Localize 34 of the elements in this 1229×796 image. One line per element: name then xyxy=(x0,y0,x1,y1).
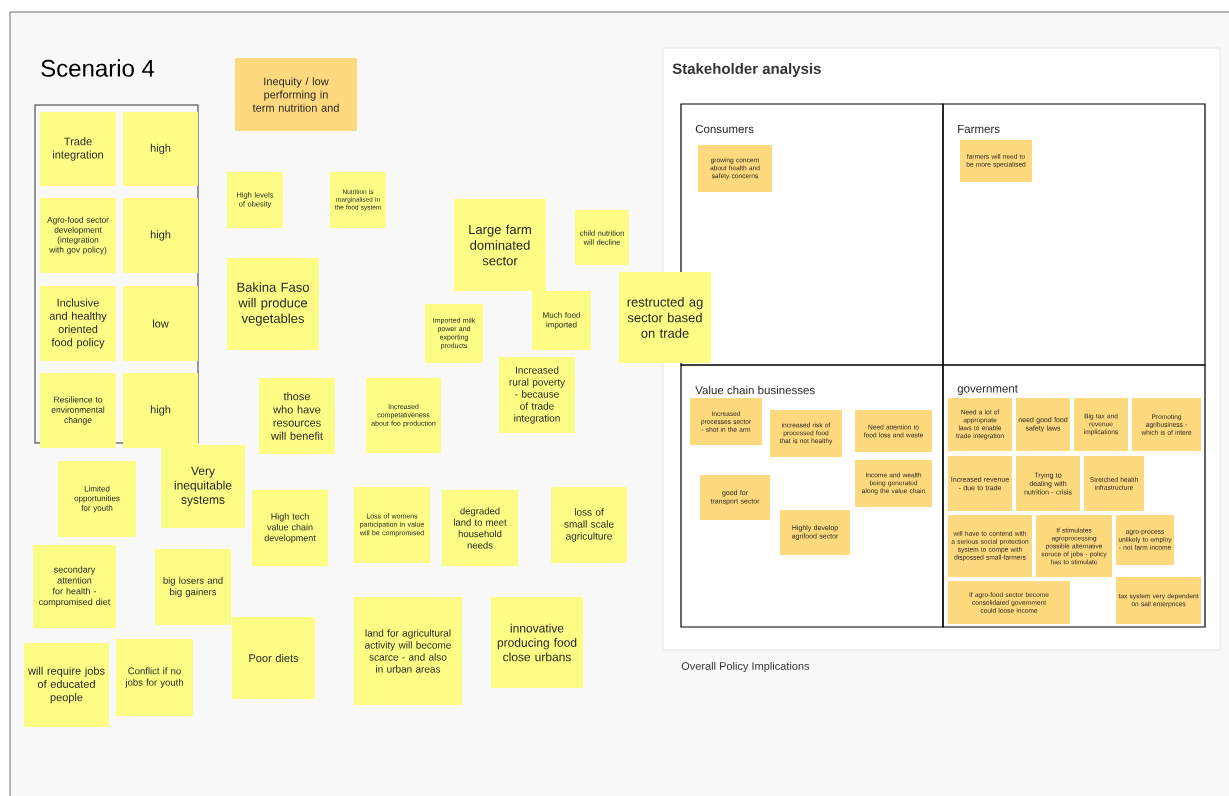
sticky-note: will require jobs of educated people xyxy=(24,643,109,727)
sticky-note: loss of small scale agriculture xyxy=(551,487,627,563)
quadrant-heading: Farmers xyxy=(958,125,1000,133)
sticky-note: Bakina Faso will produce vegetables xyxy=(227,258,319,350)
sticky-note: Conflict if no jobs for youth xyxy=(116,639,193,716)
quadrant-heading: Value chain businesses xyxy=(695,385,815,395)
sticky-note: Large farm dominated sector xyxy=(454,199,546,291)
sticky-note: degraded land to meet household needs xyxy=(442,490,518,566)
sticky-note: high xyxy=(123,198,198,273)
sticky-note: Agro-food sector development (integration with gov policy) xyxy=(40,198,116,273)
scenario-title: Scenario 4 xyxy=(41,59,155,77)
caption-text: Overall Policy Implications xyxy=(681,661,810,673)
panel-title: Stakeholder analysis xyxy=(672,63,821,77)
sticky-note: High tech value chain development xyxy=(252,490,328,566)
sticky-note: Limited opportunities for youth xyxy=(58,461,136,537)
sticky-note: restructed ag sector based on trade xyxy=(619,272,711,363)
sticky-note: Inclusive and healthy oriented food policy xyxy=(40,286,116,361)
quadrant-heading: government xyxy=(957,385,1018,395)
sticky-note: secondary attention for health - compromised diet xyxy=(33,545,116,628)
sticky-note: Resilience to environmental change xyxy=(40,373,116,448)
sticky-note: Inequity / low performing in term nutrition and xyxy=(235,58,357,131)
sticky-note: Increased rural poverty - because of trade integration xyxy=(499,357,575,433)
sticky-note: land for agricultural activity will become scarce - and also in urban areas xyxy=(354,597,462,705)
sticky-note: big losers and big gainers xyxy=(155,549,231,625)
sticky-note: Trade integration xyxy=(40,112,116,186)
sticky-note: low xyxy=(123,286,198,361)
sticky-note: Poor diets xyxy=(232,617,315,699)
sticky-note: Much food imported xyxy=(532,291,591,350)
sticky-note: high xyxy=(123,112,198,186)
sticky-note: Very inequitable systems xyxy=(161,445,245,528)
sticky-note: those who have resources will benefit xyxy=(259,378,335,454)
quadrant-heading: Consumers xyxy=(695,124,754,134)
sticky-note: high xyxy=(123,373,198,448)
sticky-note: innovative producing food close urbans xyxy=(491,597,583,688)
